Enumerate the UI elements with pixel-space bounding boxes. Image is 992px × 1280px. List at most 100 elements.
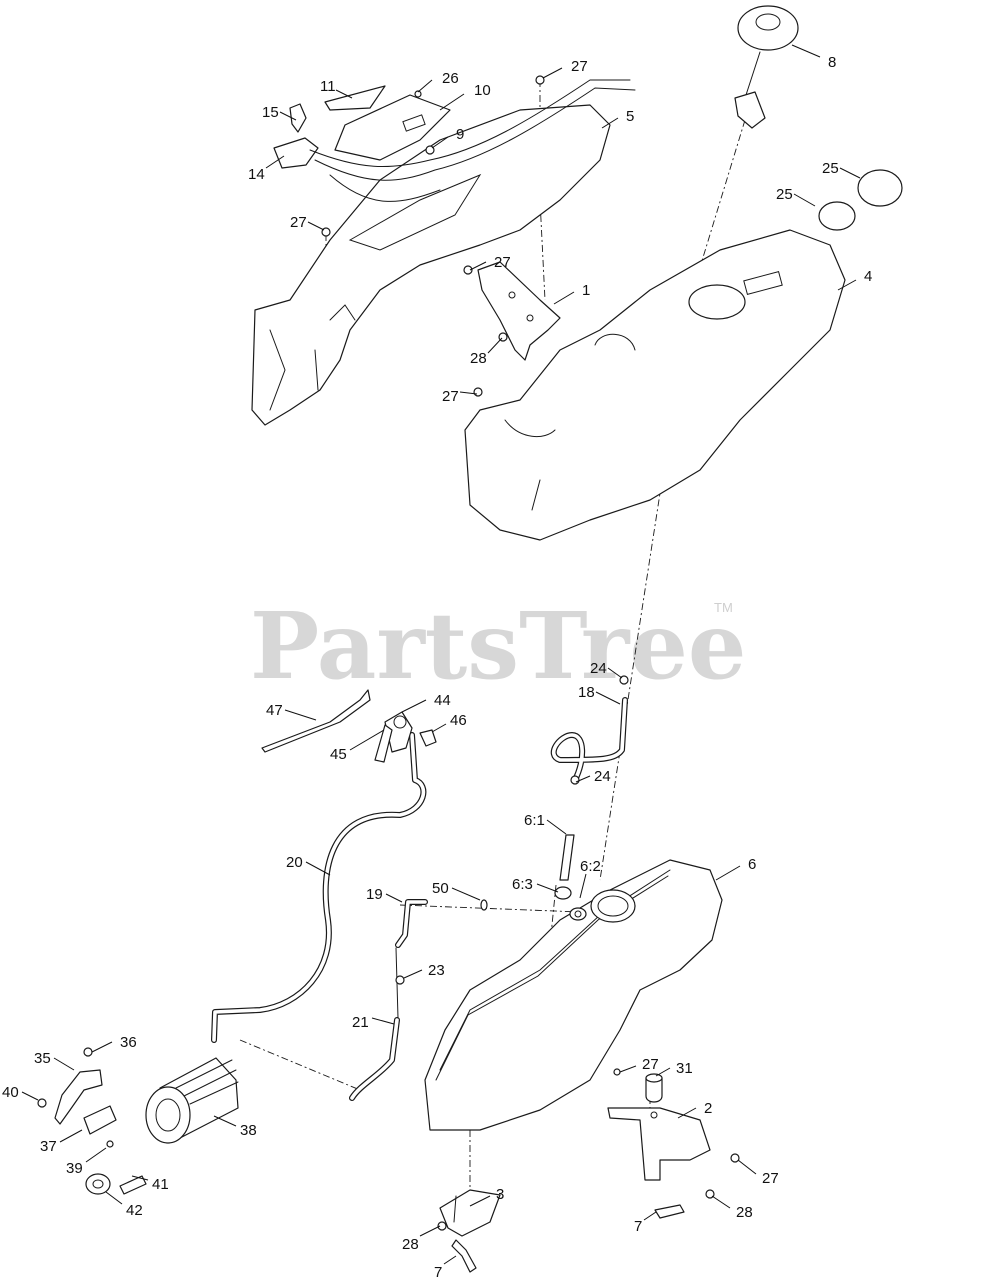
leader-c-21 [371,1017,395,1025]
callout-c-44: 44 [434,692,451,709]
callout-c-46: 46 [450,712,467,729]
callout-c-24a: 24 [590,660,607,677]
leader-c-25b [793,193,816,207]
leader-c-2 [677,1107,697,1119]
callout-c-25a: 25 [822,160,839,177]
leader-c-47 [284,709,317,721]
callout-c-7b: 7 [434,1264,442,1280]
callout-c-18: 18 [578,684,595,701]
callout-c-11: 11 [320,78,336,95]
callout-c-23: 23 [428,962,445,979]
control-plate-part-10 [334,94,451,161]
fuel-line-part-20 [211,732,427,1043]
callout-c-20: 20 [286,854,303,871]
leader-c-42 [105,1191,123,1205]
fuel-cap-part-8 [734,5,799,129]
tube-part-41 [119,1175,147,1195]
callout-c-26: 26 [442,70,459,87]
nut-part-40 [37,1098,47,1108]
leader-c-28a [487,337,503,354]
tank-bracket-part-2 [607,1107,711,1181]
callout-c-8: 8 [828,54,836,71]
callout-c-27f: 27 [762,1170,779,1187]
callout-c-5: 5 [626,108,634,125]
leader-c-6-2 [579,873,587,899]
callout-c-10: 10 [474,82,491,99]
leader-c-9 [431,136,449,149]
clamp-part-24-lower [570,775,580,785]
gasket-rings-part-25 [818,169,903,231]
callout-c-31: 31 [676,1060,693,1077]
callout-c-45: 45 [330,746,347,763]
strap-part-7-left [451,1239,477,1273]
fuel-line-part-21 [349,1017,400,1101]
charcoal-canister-part-38 [145,1057,239,1144]
leader-c-14 [265,155,285,169]
leader-c-11 [335,89,353,99]
leader-c-15 [279,111,297,121]
leader-c-19 [385,893,403,903]
leader-c-27a [542,67,563,79]
callout-c-27a: 27 [571,58,588,75]
leader-c-5 [601,117,619,129]
callout-c-35: 35 [34,1050,51,1067]
knob-part-15 [289,103,307,133]
leader-c-27c [469,261,487,271]
fitting-part-6-2 [569,907,587,921]
decal-part-11 [324,85,386,111]
tank-bracket-part-3 [439,1189,501,1237]
screw-part-36 [83,1047,93,1057]
callout-c-6-1: 6:1 [524,812,545,829]
leader-c-39 [85,1147,107,1163]
callout-c-1: 1 [582,282,590,299]
filter-part-42 [85,1173,111,1195]
leader-c-6-3 [536,883,559,893]
leader-c-23 [403,969,423,979]
callout-c-42: 42 [126,1202,143,1219]
fuel-valve-part-44 [384,711,413,753]
clip-part-39 [106,1140,114,1148]
control-rod-part-47 [261,689,371,753]
leader-c-6 [715,865,741,881]
leader-c-10 [439,93,465,111]
leader-c-40 [21,1091,39,1101]
leader-c-50 [451,887,481,901]
check-valve-part-50 [480,899,488,911]
callout-c-50: 50 [432,880,449,897]
bracket-part-1 [477,261,561,361]
leader-c-31 [655,1067,671,1077]
canister-bracket-part-35 [54,1069,117,1135]
callout-c-38: 38 [240,1122,257,1139]
leader-c-28b [711,1195,731,1209]
leader-c-26 [417,79,433,93]
leader-c-24a [607,667,623,679]
vent-hose-part-18 [550,697,628,783]
leader-c-7b [443,1255,457,1265]
leader-c-4 [837,279,857,291]
callout-c-21: 21 [352,1014,369,1031]
clamp-part-23 [395,975,405,985]
console-housing-part-5 [251,104,611,426]
leader-c-7a [643,1211,657,1221]
leader-c-3 [469,1195,491,1207]
leader-c-37 [59,1129,83,1143]
bracket-part-45 [374,724,393,763]
strap-part-7-right [654,1204,685,1219]
callout-c-7a: 7 [634,1218,642,1235]
callout-c-27c: 27 [494,254,511,271]
callout-c-9: 9 [456,126,464,143]
callout-c-6: 6 [748,856,756,873]
leader-c-41 [131,1175,149,1181]
leader-c-1 [553,291,575,305]
watermark-trademark: TM [714,600,733,615]
callout-c-37: 37 [40,1138,57,1155]
clip-part-46 [419,729,437,747]
callout-c-27d: 27 [442,388,459,405]
fuel-line-part-19 [395,899,428,1019]
callout-c-6-3: 6:3 [512,876,533,893]
leader-c-20 [305,861,331,876]
cables-upper [309,79,636,202]
leader-c-27e [619,1065,637,1073]
callout-c-36: 36 [120,1034,137,1051]
